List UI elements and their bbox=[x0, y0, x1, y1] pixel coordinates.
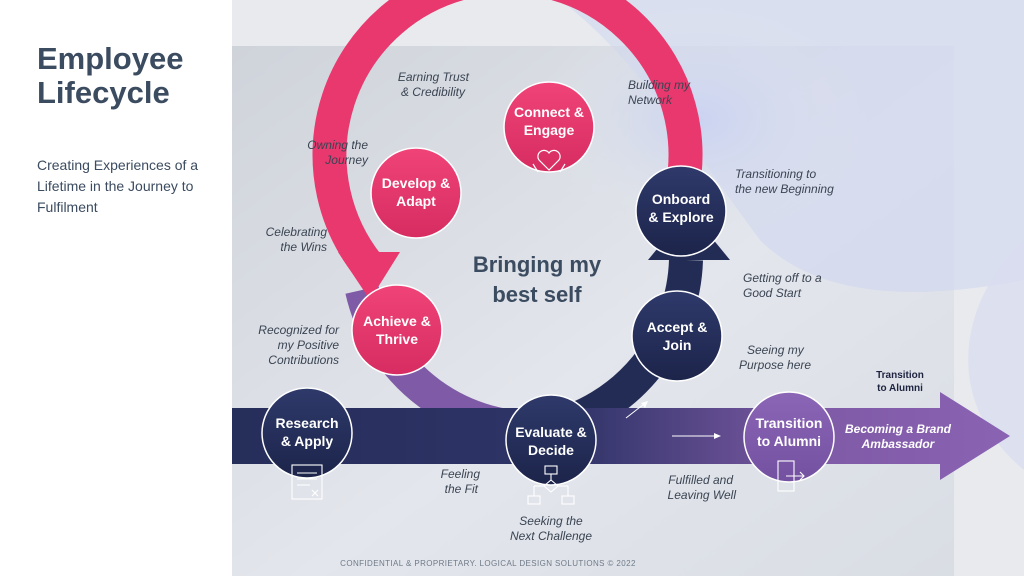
decor-glow bbox=[530, 0, 870, 240]
arrow-label-line-1: Transition bbox=[876, 370, 924, 381]
exit-door-icon bbox=[777, 460, 805, 492]
node-label-line-1: Onboard bbox=[652, 191, 710, 207]
note-line: Recognized for bbox=[258, 323, 340, 337]
note-line: Next Challenge bbox=[510, 529, 592, 543]
diagram-stage: Bringing my best self Connect & Engage D… bbox=[232, 0, 1024, 576]
note-line: Owning the bbox=[307, 138, 368, 152]
node-onboard-explore: Onboard & Explore bbox=[635, 165, 727, 257]
note-line: & Credibility bbox=[401, 85, 466, 99]
note-line: Ambassador bbox=[861, 437, 936, 451]
arrow-label: Transition to Alumni bbox=[876, 370, 924, 394]
note-line: my Positive bbox=[278, 338, 340, 352]
page-title: Employee Lifecycle bbox=[37, 42, 183, 110]
document-icon bbox=[291, 464, 323, 500]
note-line: the Fit bbox=[445, 482, 479, 496]
node-research-apply: Research & Apply bbox=[261, 387, 353, 479]
note-line: Purpose here bbox=[739, 358, 811, 372]
note-line: Journey bbox=[324, 153, 369, 167]
note-line: the Wins bbox=[280, 240, 327, 254]
timeline-mini-arrowhead-2 bbox=[714, 433, 721, 439]
ring-arrowhead-pink bbox=[338, 252, 400, 300]
note-line: Contributions bbox=[268, 353, 339, 367]
node-label-line-2: Join bbox=[663, 337, 692, 353]
note-line: the new Beginning bbox=[735, 182, 834, 196]
decor-swoosh-right bbox=[968, 240, 1024, 470]
note-line: Seeking the bbox=[519, 514, 583, 528]
heart-hands-icon bbox=[532, 149, 566, 173]
node-develop-adapt: Develop & Adapt bbox=[370, 147, 462, 239]
note-line: Network bbox=[628, 93, 673, 107]
node-connect-engage: Connect & Engage bbox=[503, 81, 595, 173]
note-line: Celebrating bbox=[266, 225, 328, 239]
lifecycle-diagram: Bringing my best self Connect & Engage D… bbox=[232, 0, 1024, 576]
note-line: Earning Trust bbox=[398, 70, 470, 84]
node-label-line-1: Transition bbox=[756, 415, 823, 431]
flowchart-icon bbox=[527, 465, 575, 505]
node-label-line-1: Evaluate & bbox=[515, 424, 587, 440]
timeline-mini-arrow-1 bbox=[625, 403, 645, 419]
note-line: Good Start bbox=[743, 286, 802, 300]
note-line: Feeling bbox=[441, 467, 481, 481]
title-line-2: Lifecycle bbox=[37, 75, 170, 110]
node-label-line-2: Decide bbox=[528, 442, 574, 458]
note-line: Getting off to a bbox=[743, 271, 822, 285]
ring-segment-pink bbox=[312, 0, 703, 279]
note-line: Building my bbox=[628, 78, 691, 92]
note-line: Seeing my bbox=[747, 343, 805, 357]
node-evaluate-decide: Evaluate & Decide bbox=[505, 394, 597, 486]
arrow-label-line-2: to Alumni bbox=[877, 383, 923, 394]
node-label-line-2: Thrive bbox=[376, 331, 418, 347]
node-label-line-1: Connect & bbox=[514, 104, 584, 120]
node-label-line-2: & Explore bbox=[648, 209, 714, 225]
center-heading-line-2: best self bbox=[492, 282, 582, 307]
title-line-1: Employee bbox=[37, 41, 184, 76]
node-label-line-1: Accept & bbox=[647, 319, 708, 335]
note-line: Leaving Well bbox=[668, 488, 737, 502]
note-line: Becoming a Brand bbox=[845, 422, 952, 436]
node-label-line-2: Engage bbox=[524, 122, 575, 138]
left-panel: Employee Lifecycle Creating Experiences … bbox=[0, 0, 232, 576]
center-heading-line-1: Bringing my bbox=[473, 252, 602, 277]
node-label-line-1: Research bbox=[275, 415, 338, 431]
footer-copyright: CONFIDENTIAL & PROPRIETARY. LOGICAL DESI… bbox=[340, 559, 636, 568]
node-transition-alumni: Transition to Alumni bbox=[743, 391, 835, 483]
node-label-line-1: Achieve & bbox=[363, 313, 431, 329]
node-accept-join: Accept & Join bbox=[631, 290, 723, 382]
note-line: Transitioning to bbox=[735, 167, 816, 181]
node-achieve-thrive: Achieve & Thrive bbox=[351, 284, 443, 376]
note-earning-trust: Earning Trust& Credibility bbox=[398, 70, 470, 99]
node-label-line-2: Adapt bbox=[396, 193, 436, 209]
node-label-line-2: & Apply bbox=[281, 433, 334, 449]
node-label-line-2: to Alumni bbox=[757, 433, 821, 449]
timeline-mini-arrowhead-1 bbox=[641, 401, 648, 408]
page-subtitle: Creating Experiences of a Lifetime in th… bbox=[37, 157, 199, 215]
node-label-line-1: Develop & bbox=[382, 175, 450, 191]
note-line: Fulfilled and bbox=[668, 473, 733, 487]
